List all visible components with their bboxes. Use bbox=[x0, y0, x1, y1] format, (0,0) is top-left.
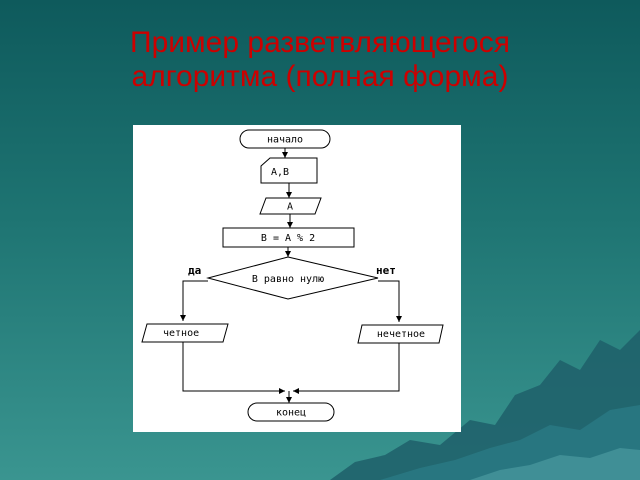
no-label: нет bbox=[376, 264, 396, 277]
no-branch-line bbox=[378, 280, 402, 322]
end-label: конец bbox=[276, 408, 306, 419]
start-label: начало bbox=[267, 135, 303, 146]
flowchart: начало A,B A B = A % 2 B равно нулю да н… bbox=[141, 129, 444, 422]
output-a-label: A bbox=[287, 202, 293, 213]
input-shape bbox=[260, 157, 318, 184]
yes-branch-line bbox=[180, 280, 208, 321]
yes-label: да bbox=[188, 264, 201, 277]
yes-output-label: четное bbox=[163, 328, 199, 339]
output-a-shape bbox=[259, 197, 322, 215]
slide-title-line1: Пример разветвляющегося bbox=[130, 26, 510, 59]
yes-merge-line bbox=[182, 342, 285, 394]
slide-title-line2: алгоритма (полная форма) bbox=[131, 60, 509, 93]
slide-title: Пример разветвляющегося алгоритма (полна… bbox=[0, 26, 640, 94]
condition-label: B равно нулю bbox=[252, 274, 324, 285]
no-output-label: нечетное bbox=[377, 329, 425, 340]
assign-label: B = A % 2 bbox=[261, 233, 315, 244]
input-label: A,B bbox=[271, 167, 289, 178]
end-terminator bbox=[247, 402, 335, 422]
no-merge-line bbox=[293, 343, 400, 394]
flowchart-panel: начало A,B A B = A % 2 B равно нулю да н… bbox=[133, 125, 461, 432]
yes-output-shape bbox=[141, 323, 229, 343]
no-output-shape bbox=[357, 324, 444, 344]
condition-diamond bbox=[206, 256, 379, 300]
